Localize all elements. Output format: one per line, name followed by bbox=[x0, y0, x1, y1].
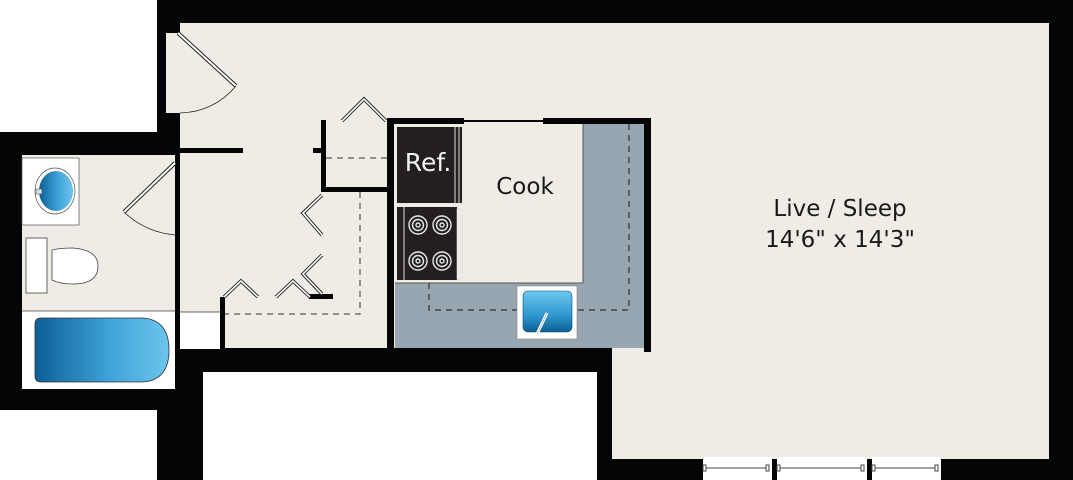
closet-shelf-lines bbox=[225, 157, 387, 315]
toilet bbox=[25, 237, 99, 294]
cook-label: Cook bbox=[496, 174, 554, 200]
windows bbox=[702, 457, 941, 480]
refrigerator bbox=[397, 127, 462, 203]
bath-sink bbox=[21, 157, 80, 226]
entry-door bbox=[176, 31, 238, 114]
live-sleep-label: Live / Sleep bbox=[773, 196, 907, 222]
doors bbox=[122, 31, 388, 315]
burner-icons bbox=[408, 215, 452, 271]
kitchen-sink bbox=[516, 285, 578, 340]
stove bbox=[397, 207, 463, 280]
live-sleep-floor bbox=[612, 23, 1049, 459]
bath-door bbox=[122, 161, 177, 236]
refrigerator-label: Ref. bbox=[404, 148, 452, 177]
bathtub bbox=[22, 310, 175, 389]
live-sleep-dimensions: 14'6" x 14'3" bbox=[765, 227, 915, 253]
